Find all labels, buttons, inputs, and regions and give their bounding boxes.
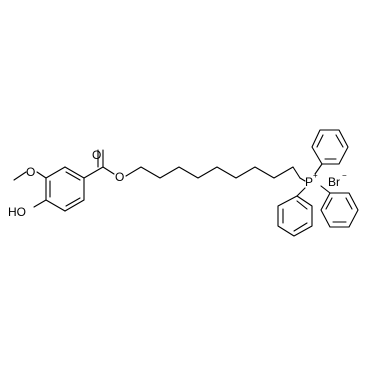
hydroxyl-bond bbox=[33, 199, 47, 208]
bromide-label: Br bbox=[328, 175, 340, 189]
carbonyl-oxygen-label: O bbox=[92, 148, 101, 162]
phosphorus-charge-label: + bbox=[313, 171, 318, 180]
phenyl-ring-top bbox=[311, 129, 349, 175]
phenyl-ring-right bbox=[320, 185, 359, 228]
vanillate-ring bbox=[45, 166, 85, 212]
bromide-charge-label: − bbox=[342, 171, 347, 180]
phosphorus-label: P bbox=[305, 175, 313, 189]
hydroxyl-label: HO bbox=[8, 205, 26, 219]
alkyl-chain bbox=[125, 166, 301, 179]
ester-group bbox=[83, 149, 115, 179]
phenyl-ring-bottom bbox=[277, 187, 313, 237]
methoxy-group bbox=[13, 171, 47, 181]
ester-oxygen-label: O bbox=[115, 170, 124, 184]
chain-phosphorus-bond bbox=[299, 177, 306, 182]
methoxy-oxygen-label: O bbox=[26, 165, 35, 179]
